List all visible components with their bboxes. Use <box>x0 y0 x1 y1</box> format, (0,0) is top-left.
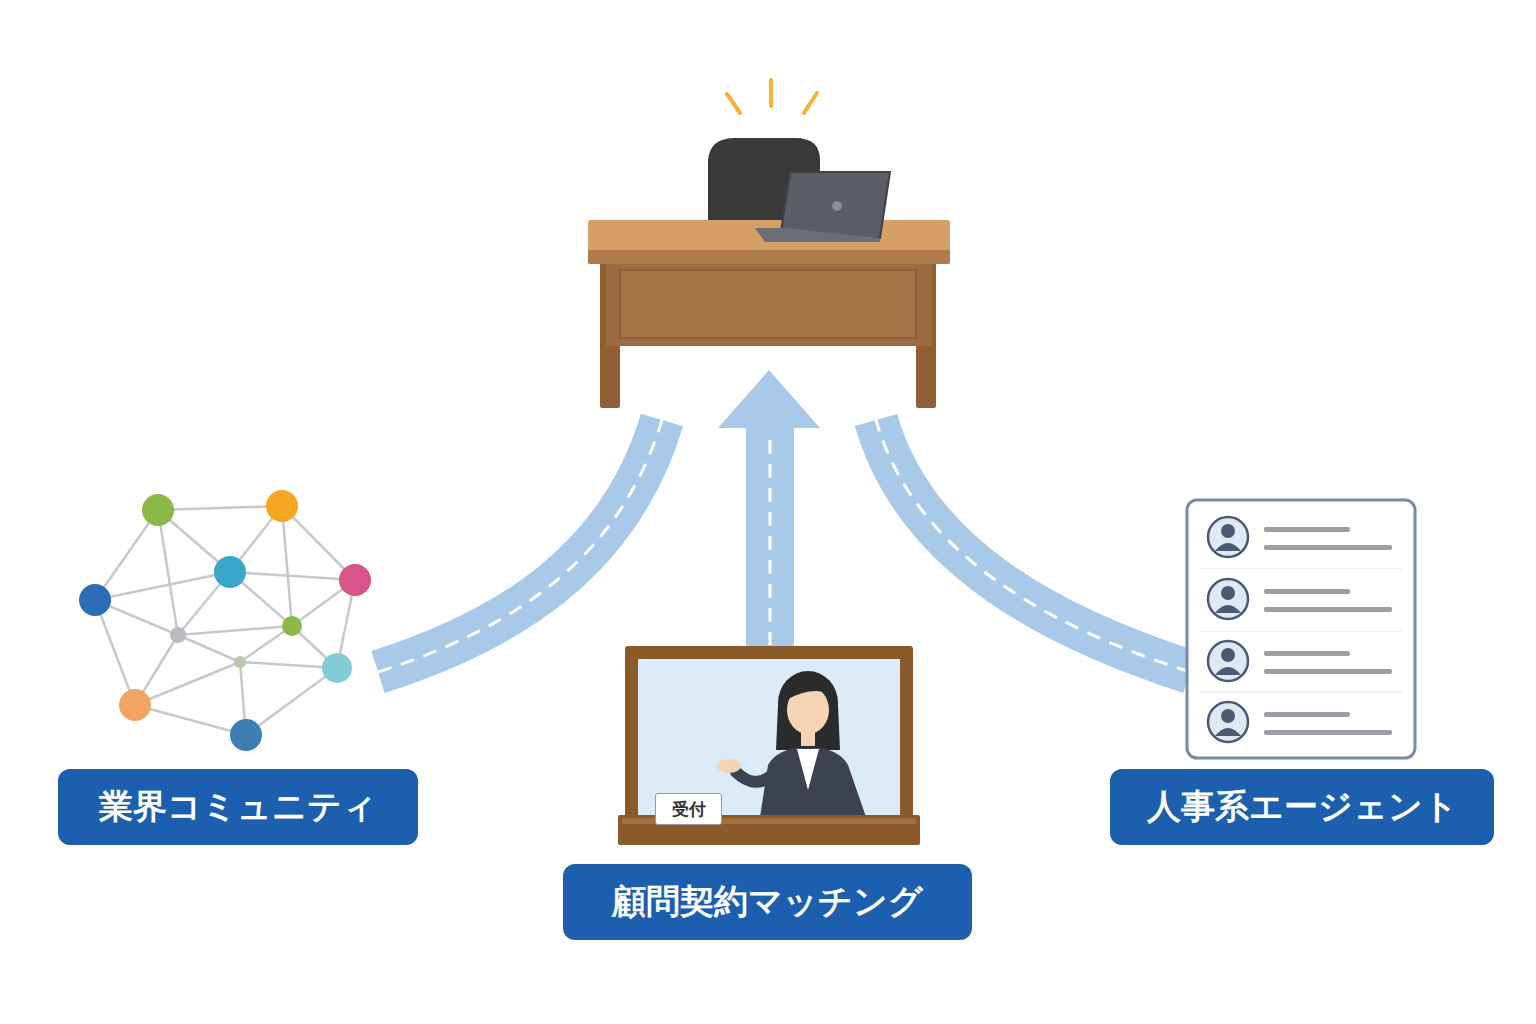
network-icon <box>95 506 355 735</box>
desk <box>588 138 950 408</box>
desk <box>606 262 932 346</box>
agent-list-card <box>1200 569 1402 692</box>
reception-monitor <box>625 646 913 826</box>
network-dots <box>234 656 246 668</box>
agent-list-card <box>1264 730 1392 735</box>
laptop <box>780 172 890 238</box>
label-text: 人事系エージェント <box>1147 784 1458 830</box>
agent-list-card <box>1264 712 1350 717</box>
sparkle-lines <box>769 80 773 106</box>
agent-list-card <box>1221 648 1235 662</box>
network-dots <box>142 494 174 526</box>
agent-list-card <box>1208 641 1248 681</box>
agent-list-card <box>1208 579 1248 619</box>
agent-list-card <box>1221 586 1235 600</box>
agent-list-card <box>1264 607 1392 612</box>
label-box: 人事系エージェント <box>1110 769 1494 845</box>
desk <box>588 220 950 254</box>
network-dots <box>119 689 151 721</box>
network-dots <box>79 584 111 616</box>
network-icon <box>95 572 230 600</box>
agent-list-card <box>1221 709 1235 723</box>
label-text: 業界コミュニティ <box>99 784 377 830</box>
agent-list-card <box>1208 517 1248 742</box>
network-dots <box>322 653 352 683</box>
road-paths <box>876 420 1190 672</box>
network-icon <box>178 635 240 662</box>
network-dots <box>170 627 186 643</box>
label-box: 業界コミュニティ <box>58 769 418 845</box>
agent-list-card <box>1200 568 1402 570</box>
sparkle-lines <box>804 93 817 113</box>
road-paths <box>876 420 1190 672</box>
network-icon <box>282 506 292 626</box>
network-dots <box>230 719 262 751</box>
network-icon <box>178 626 292 635</box>
network-icon <box>246 668 337 735</box>
agent-list-card <box>1187 500 1415 758</box>
laptop <box>755 228 880 242</box>
label-text: 顧問契約マッチング <box>612 879 923 925</box>
network-dots <box>214 556 246 588</box>
road-paths <box>718 370 820 428</box>
road-paths <box>378 370 1190 672</box>
agent-list-card <box>1264 589 1350 594</box>
road-paths <box>378 420 662 672</box>
reception-plaque: 受付 <box>655 793 722 825</box>
network-dots <box>339 564 371 596</box>
network-icon <box>135 662 240 705</box>
sparkle-lines <box>727 80 817 113</box>
reception-monitor <box>786 681 830 700</box>
network-icon <box>230 572 355 580</box>
agent-list-card <box>1200 630 1402 632</box>
desk <box>620 270 916 338</box>
agent-list-card <box>1215 667 1241 675</box>
reception-monitor <box>760 748 866 817</box>
agent-list-card <box>1215 728 1241 736</box>
agent-list-card <box>1200 691 1402 693</box>
network-icon <box>158 510 178 635</box>
reception-monitor <box>736 772 772 782</box>
road-paths <box>769 440 772 645</box>
agent-list-card <box>1221 524 1235 538</box>
reception-monitor <box>618 646 920 845</box>
agent-list-card <box>1264 669 1392 674</box>
reception-monitor <box>797 749 819 790</box>
network-dots <box>266 490 298 522</box>
network-icon <box>95 600 135 705</box>
reception-monitor <box>717 759 741 773</box>
reception-monitor <box>801 730 815 746</box>
network-dots <box>282 616 302 636</box>
laptop <box>755 172 890 242</box>
agent-list-card <box>1187 500 1415 758</box>
agent-list-card <box>1264 545 1392 550</box>
agent-list-card <box>1264 651 1350 656</box>
label-box: 顧問契約マッチング <box>563 864 972 940</box>
sparkle-lines <box>727 94 740 113</box>
network-dots <box>79 490 371 751</box>
network-icon <box>135 705 246 735</box>
network-icon <box>95 510 158 600</box>
desk <box>588 250 950 264</box>
road-paths <box>746 425 794 647</box>
agent-list-card <box>1215 543 1241 551</box>
agent-list-card <box>1208 702 1248 742</box>
laptop <box>832 201 842 211</box>
agent-list-card <box>1208 517 1248 557</box>
road-paths <box>378 420 662 672</box>
network-icon <box>158 506 282 510</box>
agent-list-card <box>1264 527 1350 532</box>
agent-list-card <box>1215 605 1241 613</box>
